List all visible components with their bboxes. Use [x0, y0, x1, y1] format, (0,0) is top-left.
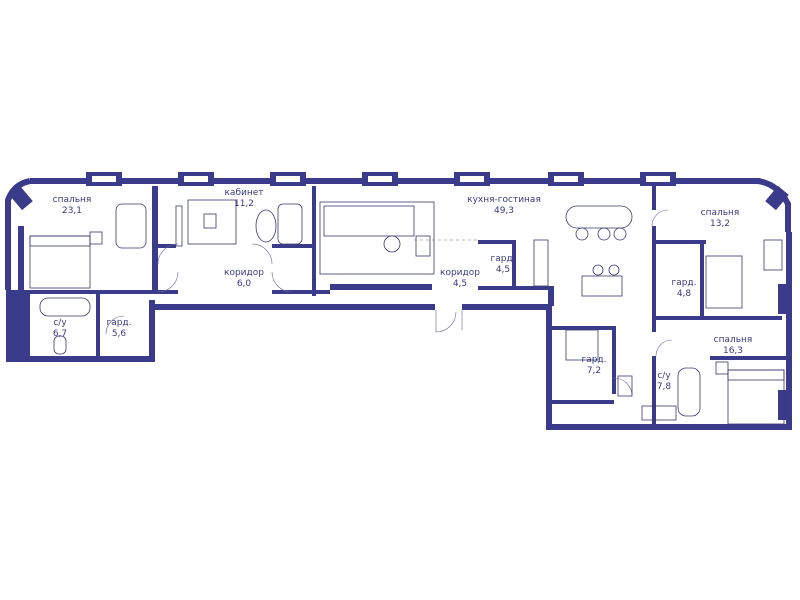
room-label-bedroom-3: спальня 16,3 [714, 335, 753, 357]
room-label-wardrobe-2: гард. 4,8 [671, 278, 696, 300]
room-area: 16,3 [722, 346, 744, 356]
room-label-kitchen-living: кухня-гостиная 49,3 [467, 195, 541, 217]
room-area: 6,0 [236, 279, 252, 289]
room-name: гард. [490, 254, 516, 264]
exterior-walls [5, 178, 792, 430]
room-area: 6,7 [52, 329, 68, 339]
room-area: 7,2 [586, 366, 602, 376]
room-area: 4,8 [676, 289, 692, 299]
room-name: гард. [581, 355, 607, 365]
windows [9, 172, 789, 211]
room-area: 5,6 [111, 329, 127, 339]
room-label-bathroom-1: с/у 6,7 [53, 318, 67, 340]
interior-walls [18, 186, 786, 424]
room-area: 7,8 [656, 382, 672, 392]
room-name: спальня [700, 208, 740, 218]
room-label-bedroom-2: спальня 13,2 [701, 208, 740, 230]
room-label-wardrobe-1: гард. 4,5 [490, 254, 515, 276]
room-name: с/у [53, 318, 67, 328]
furniture [29, 199, 785, 425]
room-area: 49,3 [493, 206, 515, 216]
room-area: 11,2 [233, 199, 255, 209]
room-label-bedroom-1: спальня 23,1 [53, 195, 92, 217]
room-name: кухня-гостиная [467, 195, 541, 205]
room-area: 4,5 [452, 279, 468, 289]
room-name: спальня [713, 335, 753, 345]
room-name: коридор [440, 268, 480, 278]
room-area: 23,1 [61, 206, 83, 216]
room-name: гард. [106, 318, 132, 328]
room-name: коридор [224, 268, 264, 278]
room-label-office: кабинет 11,2 [224, 188, 263, 210]
room-name: спальня [52, 195, 92, 205]
room-name: гард. [671, 278, 697, 288]
room-name: кабинет [224, 188, 264, 198]
room-area: 4,5 [495, 265, 511, 275]
room-name: с/у [657, 371, 671, 381]
doors [105, 209, 673, 397]
room-label-wardrobe-4: гард. 7,2 [581, 355, 606, 377]
room-label-bathroom-2: с/у 7,8 [657, 371, 671, 393]
room-label-corridor-1: коридор 6,0 [224, 268, 264, 290]
room-area: 13,2 [709, 219, 731, 229]
room-label-corridor-2: коридор 4,5 [440, 268, 480, 290]
room-label-wardrobe-3: гард. 5,6 [106, 318, 131, 340]
